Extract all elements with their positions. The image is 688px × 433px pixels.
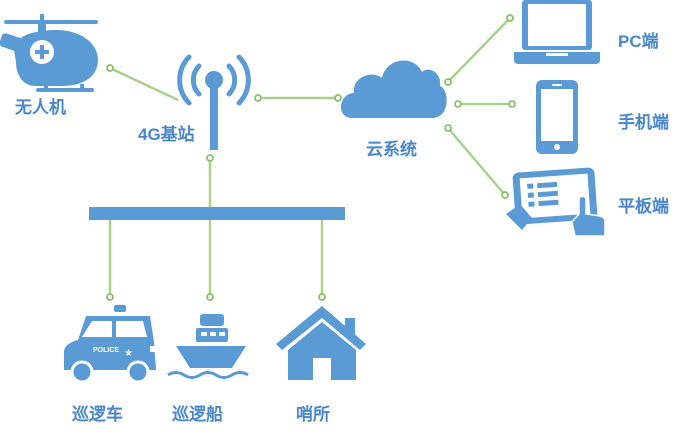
connector-lines (108, 17, 512, 297)
label-tablet: 平板端 (618, 197, 669, 216)
tablet-icon (506, 167, 606, 237)
house-icon (276, 306, 366, 380)
smartphone-icon (536, 80, 578, 154)
link-drone-station (109, 66, 179, 102)
patrol-boat-icon (167, 314, 249, 379)
connector-dots (106, 14, 516, 301)
link-cloud-pc (447, 17, 511, 83)
label-police-car: 巡逻车 (72, 405, 123, 424)
cloud-icon (340, 60, 447, 118)
label-patrol-boat: 巡逻船 (172, 405, 223, 424)
link-cloud-tablet (447, 127, 506, 196)
label-drone: 无人机 (15, 98, 66, 117)
laptop-icon (514, 0, 600, 64)
svg-text:★: ★ (124, 348, 133, 359)
label-cloud-system: 云系统 (366, 140, 417, 159)
label-sentry-post: 哨所 (296, 405, 330, 424)
police-car-icon: POLICE ★ (64, 305, 156, 384)
antenna-icon (177, 54, 251, 150)
network-bus-bar (89, 207, 345, 220)
label-base-station: 4G基站 (138, 125, 195, 144)
helicopter-icon (0, 14, 98, 92)
label-phone: 手机端 (618, 113, 669, 132)
label-pc: PC端 (618, 32, 659, 51)
police-lettering: POLICE (93, 347, 119, 354)
